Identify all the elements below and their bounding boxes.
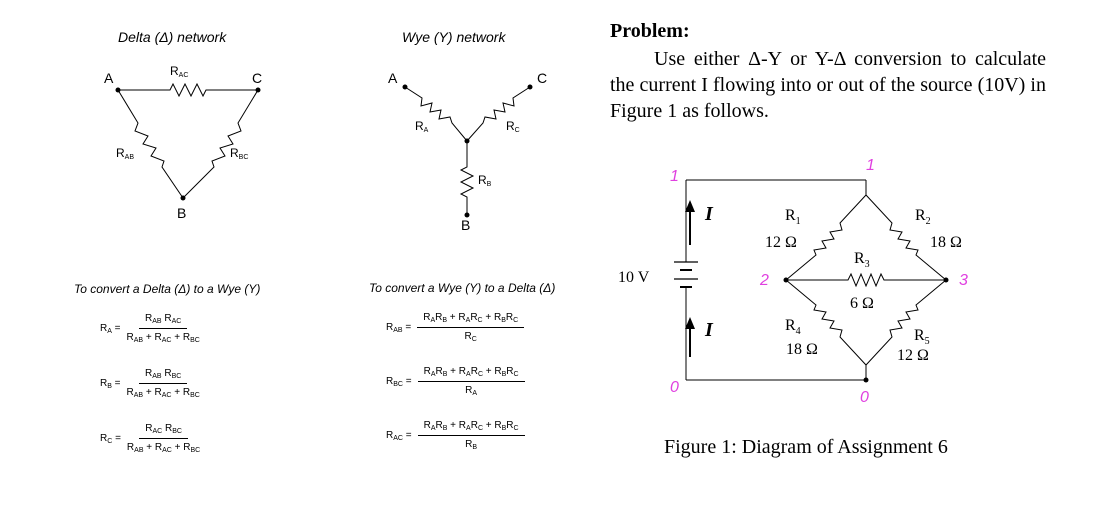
figure-1-circuit: 10 V I I 1 1 2 3 0 0 R1 12 Ω R2 18 Ω R3 … (618, 157, 968, 406)
delta-node-c: C (252, 70, 263, 86)
node-label-bottom-right: 0 (860, 389, 869, 406)
delta-r-bc-label: RBC (230, 146, 249, 161)
wye-r-c-label: RC (506, 119, 520, 134)
node-label-left: 2 (759, 272, 769, 289)
delta-wire-bc (182, 89, 259, 199)
wye-node-b-dot (464, 212, 470, 218)
wye-wire-a (404, 86, 468, 142)
wye-network-diagram (402, 84, 533, 218)
delta-node-a: A (104, 70, 114, 86)
node-left-dot (783, 277, 789, 283)
resistor-r5 (865, 279, 947, 366)
delta-wire-ab (117, 89, 184, 199)
node-label-top-right: 1 (866, 157, 875, 174)
delta-network-diagram (115, 82, 261, 201)
wye-node-c: C (537, 70, 548, 86)
node-label-right: 3 (959, 272, 968, 289)
wye-r-a-label: RA (415, 119, 429, 134)
wye-network-title: Wye (Y) network (402, 29, 506, 45)
resistor-r3 (786, 272, 946, 288)
r3-label: R3 (854, 250, 870, 270)
node-label-bottom-left: 0 (670, 379, 679, 396)
wye-node-a: A (388, 70, 398, 86)
delta-node-a-dot (115, 87, 121, 93)
problem-heading: Problem: (610, 20, 690, 42)
r2-value: 18 Ω (930, 234, 962, 251)
resistor-r1 (785, 194, 867, 281)
r5-value: 12 Ω (897, 347, 929, 364)
node-label-top-left: 1 (670, 168, 679, 185)
formula-rbc: RBC = RARB + RARC + RBRC RA (386, 366, 525, 397)
delta-r-ab-label: RAB (116, 146, 135, 161)
problem-body: Use either Δ-Y or Y-Δ conversion to calc… (610, 46, 1046, 124)
delta-node-c-dot (255, 87, 261, 93)
figure-caption: Figure 1: Diagram of Assignment 6 (664, 436, 948, 458)
r4-label: R4 (785, 317, 801, 337)
wye-node-c-dot (527, 84, 533, 90)
r1-value: 12 Ω (765, 234, 797, 251)
formula-rac: RAC = RARB + RARC + RBRC RB (386, 420, 525, 451)
delta-wire-ac (118, 82, 258, 98)
delta-network-title: Delta (Δ) network (118, 29, 227, 45)
current-label-bottom: I (704, 319, 714, 341)
delta-r-ac-label: RAC (170, 64, 189, 79)
current-arrow-bottom-head (685, 317, 695, 329)
r3-value: 6 Ω (850, 295, 874, 312)
wye-node-b: B (461, 217, 471, 233)
delta-node-b: B (177, 205, 187, 221)
wye-r-b-label: RB (478, 173, 492, 188)
wye-wire-b (459, 141, 475, 215)
current-arrow-top-head (685, 200, 695, 212)
formula-rb: RB = RAB RBC RAB + RAC + RBC (100, 368, 200, 399)
delta-to-wye-title: To convert a Delta (Δ) to a Wye (Y) (74, 282, 261, 296)
wye-wire-c (466, 86, 531, 142)
delta-node-b-dot (180, 195, 186, 201)
wye-to-delta-title: To convert a Wye (Y) to a Delta (Δ) (369, 281, 556, 295)
node-bottom-dot (863, 377, 869, 383)
r1-label: R1 (785, 207, 801, 227)
wye-node-a-dot (402, 84, 408, 90)
formula-ra: RA = RAB RAC RAB + RAC + RBC (100, 313, 200, 344)
node-right-dot (943, 277, 949, 283)
resistor-r2 (865, 194, 947, 281)
r4-value: 18 Ω (786, 341, 818, 358)
formula-rab: RAB = RARB + RARC + RBRC RC (386, 312, 525, 343)
source-label: 10 V (618, 269, 650, 286)
r5-label: R5 (914, 327, 930, 347)
wye-center-dot (464, 138, 470, 144)
resistor-r4 (785, 279, 867, 366)
formula-rc: RC = RAC RBC RAB + RAC + RBC (100, 423, 201, 454)
r2-label: R2 (915, 207, 931, 227)
current-label-top: I (704, 203, 714, 225)
problem-body-text: Use either Δ-Y or Y-Δ conversion to calc… (610, 48, 1046, 122)
